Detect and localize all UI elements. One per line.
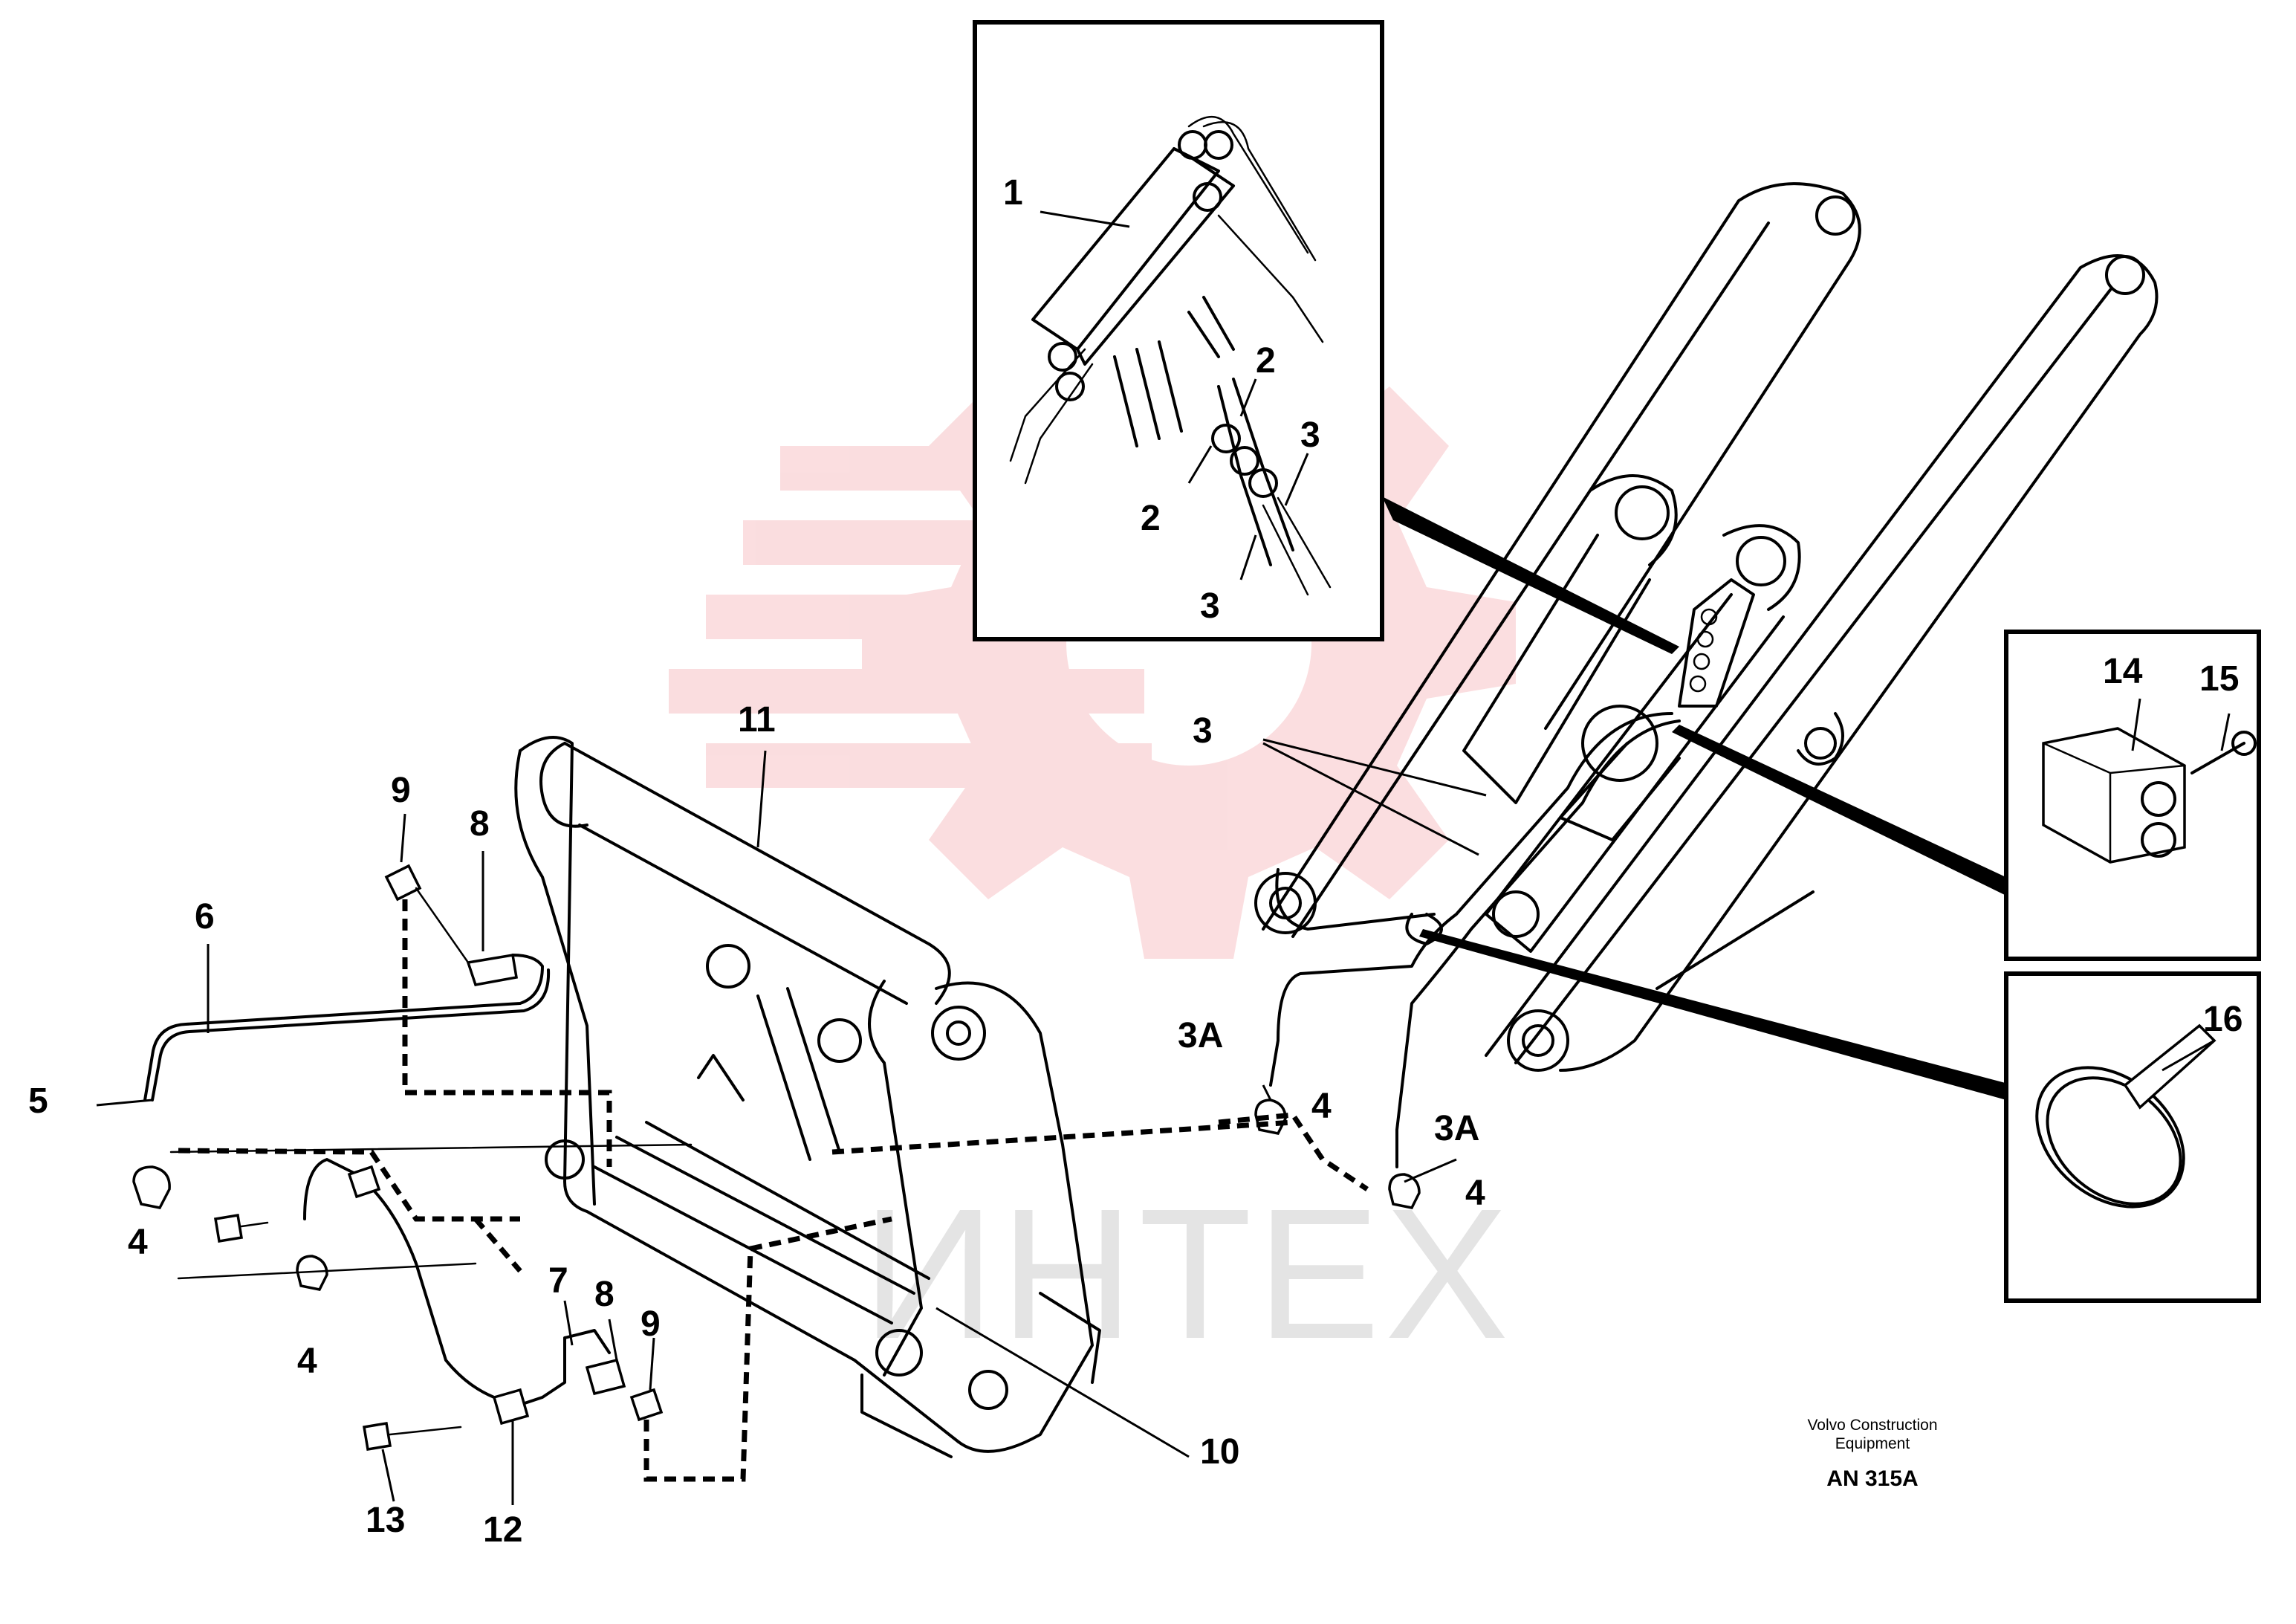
credit-block: Volvo Construction Equipment AN 315A [1783, 1416, 1962, 1492]
credit-company: Volvo Construction [1807, 1417, 1938, 1434]
pointer-wedge-3 [1419, 929, 2014, 1100]
callout-5: 5 [28, 1081, 48, 1121]
leader-lines [207, 738, 1487, 1505]
callout-16: 16 [2203, 1000, 2243, 1039]
inset-cable-tie-detail [2004, 971, 2261, 1303]
callout-3-inset-upper: 3 [1300, 415, 1320, 455]
callout-3-arm: 3 [1193, 711, 1213, 751]
hydraulic-lines-left [96, 864, 1421, 1482]
callout-9-lower: 9 [641, 1304, 661, 1344]
callout-4-left-upper: 4 [128, 1223, 148, 1262]
callout-11: 11 [738, 700, 776, 740]
drawing-number: AN 315A [1826, 1466, 1919, 1492]
callout-8-upper: 8 [470, 804, 490, 844]
callout-10: 10 [1200, 1432, 1240, 1472]
pointer-wedge-2 [1672, 725, 2014, 896]
callout-9-upper: 9 [391, 771, 411, 810]
callout-4-left-lower: 4 [297, 1342, 317, 1381]
callout-12: 12 [483, 1510, 523, 1550]
callout-4-arm-right: 4 [1465, 1174, 1485, 1213]
callout-3A-left: 3A [1178, 1016, 1224, 1055]
attachment-bracket [514, 736, 1101, 1458]
credit-division: Equipment [1835, 1435, 1910, 1453]
callout-15: 15 [2199, 659, 2240, 699]
callout-3A-right: 3A [1434, 1109, 1480, 1148]
inset-clamp-detail [2004, 630, 2261, 961]
callout-13: 13 [366, 1501, 406, 1540]
callout-3-inset-lower: 3 [1200, 586, 1220, 626]
pointer-wedge-1 [1382, 496, 1679, 654]
watermark-text: ИНТЕХ [862, 1170, 1514, 1377]
callout-7: 7 [548, 1261, 568, 1301]
callout-1: 1 [1003, 173, 1023, 213]
callout-6: 6 [195, 897, 215, 936]
callout-2-lower: 2 [1141, 499, 1161, 538]
callout-2-upper: 2 [1256, 341, 1276, 381]
callout-8-lower: 8 [594, 1275, 614, 1314]
callout-14: 14 [2103, 652, 2143, 691]
callout-4-arm-left: 4 [1311, 1087, 1332, 1126]
inset-valve-detail [973, 20, 1384, 641]
lift-arm-frame [1254, 182, 2159, 1168]
